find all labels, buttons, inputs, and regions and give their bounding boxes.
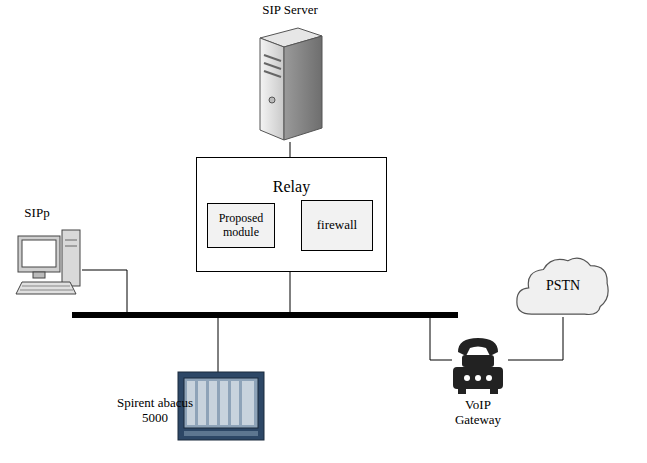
computer-icon <box>16 230 80 294</box>
node-label: Proposed module <box>211 212 271 240</box>
firewall-box: firewall <box>301 200 373 251</box>
network-bus <box>72 312 458 318</box>
server-icon <box>260 28 322 140</box>
node-label: firewall <box>317 218 357 233</box>
node-label: SIP Server <box>245 3 335 18</box>
bus-drop <box>430 315 452 360</box>
computer-node: SIPp <box>12 206 84 298</box>
node-label: VoIP Gateway <box>448 398 508 428</box>
connector <box>290 142 291 157</box>
bus-drop <box>218 315 219 372</box>
node-label: SIPp <box>12 206 62 221</box>
server-node: SIP Server <box>245 3 335 142</box>
gateway-node: VoIP Gateway <box>448 336 508 434</box>
connector <box>508 317 563 360</box>
gateway-icon <box>453 338 503 394</box>
module-box: Proposed module <box>207 203 275 248</box>
bus-drop <box>82 270 127 315</box>
node-label: Spirent abacus 5000 <box>116 396 194 426</box>
node-label: PSTN <box>546 278 580 294</box>
cloud-shape <box>517 258 608 314</box>
bus-drop <box>290 272 291 315</box>
equipment-node: Spirent abacus 5000 <box>116 370 266 442</box>
node-label: Relay <box>201 178 382 196</box>
relay-box: RelayProposed module firewall <box>196 157 387 272</box>
cloud-node: PSTN <box>514 252 612 320</box>
